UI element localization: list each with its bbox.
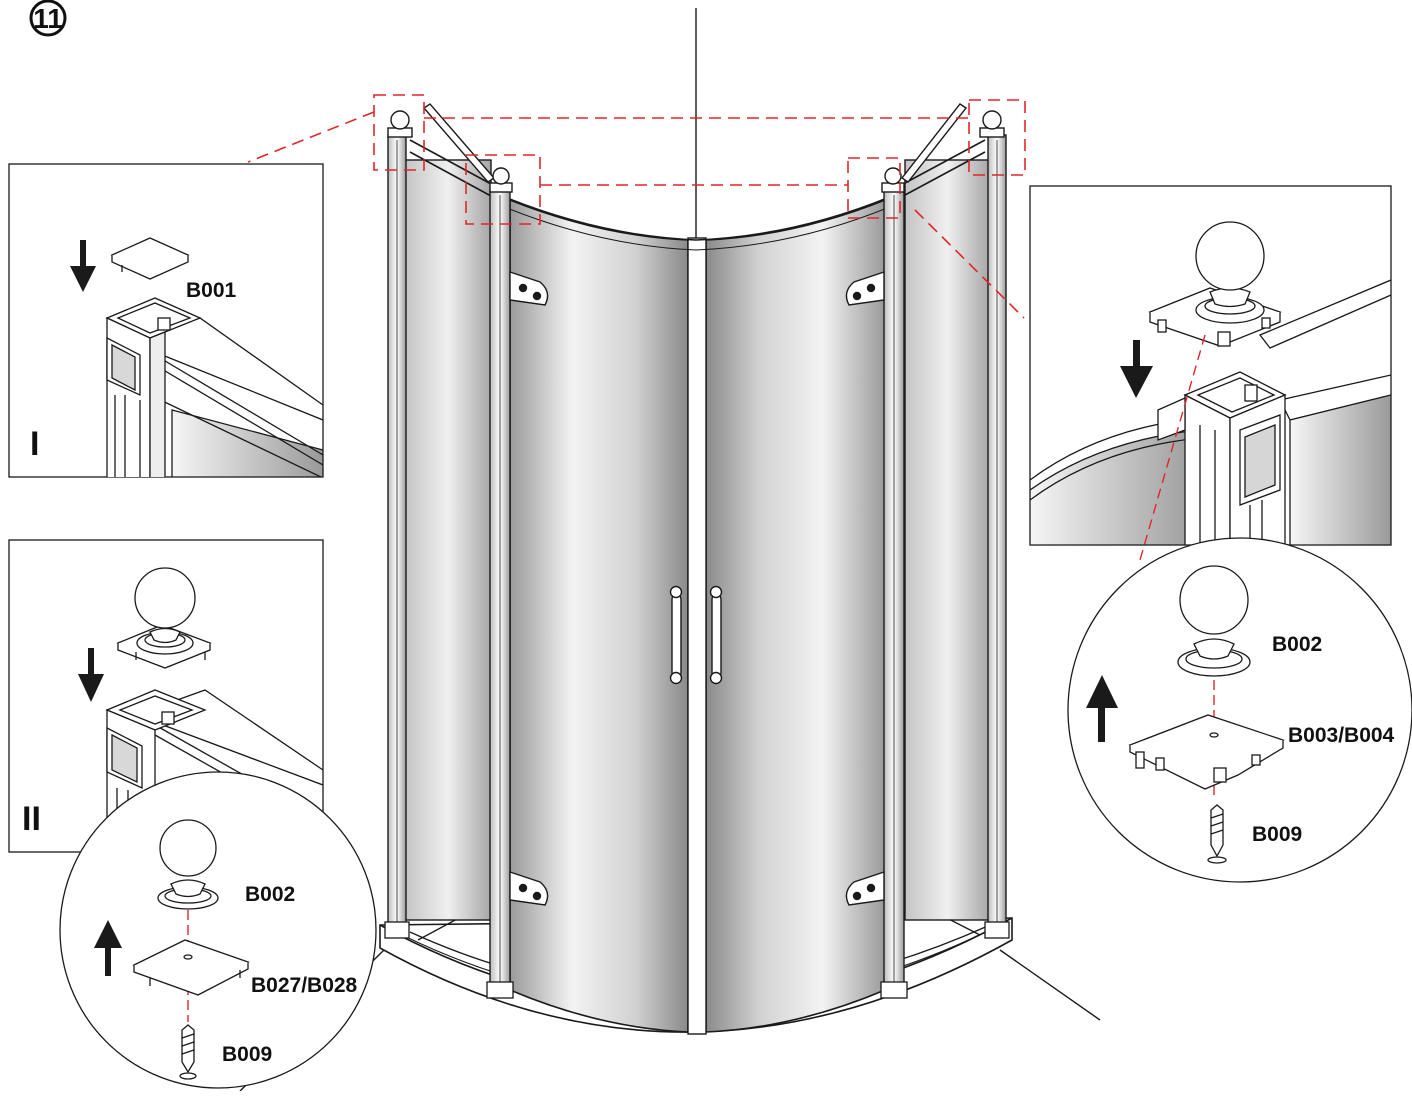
knob-B002-left bbox=[157, 819, 219, 910]
exploded-view-left: B002 B027/B028 B009 bbox=[59, 771, 377, 1089]
end-cap-B001 bbox=[110, 237, 190, 280]
top-knob-inner-right bbox=[881, 167, 905, 193]
right-door bbox=[705, 198, 886, 1033]
label-cap-left: B027/B028 bbox=[251, 974, 358, 997]
right-side-panel bbox=[904, 159, 991, 921]
label-screw-left: B009 bbox=[222, 1043, 272, 1066]
hinge-bottom-left bbox=[509, 871, 549, 906]
left-side-panel bbox=[404, 159, 492, 921]
handle-left bbox=[669, 585, 683, 685]
detail-number-I: I bbox=[30, 425, 39, 463]
label-B001: B001 bbox=[186, 279, 237, 302]
shower-cabin bbox=[379, 103, 1013, 1035]
hinge-profile-right bbox=[883, 189, 905, 991]
handle-right bbox=[709, 585, 723, 685]
step-number-circle bbox=[29, 0, 67, 37]
step-number-badge: 11 bbox=[29, 0, 67, 37]
label-knob-right: B002 bbox=[1272, 633, 1322, 656]
detail-panel-right bbox=[1029, 185, 1392, 561]
arrow-up-icon bbox=[94, 920, 122, 976]
detail-panel-I: B001 I bbox=[8, 163, 324, 478]
detail-number-II: II bbox=[22, 800, 41, 838]
cap-plate-B027-B028 bbox=[132, 939, 250, 996]
outer-profile-left bbox=[387, 134, 407, 936]
hinge-top-left bbox=[509, 271, 549, 306]
door-seal bbox=[687, 237, 707, 1035]
arrow-down-icon bbox=[78, 648, 104, 702]
label-screw-right: B009 bbox=[1252, 823, 1302, 846]
callout-box-outer-right bbox=[968, 99, 1026, 176]
profile-feet bbox=[384, 921, 1010, 999]
screw-B009-left bbox=[179, 1024, 197, 1080]
hinge-top-right bbox=[845, 271, 885, 306]
outer-profile-right bbox=[987, 134, 1007, 936]
top-knob-inner-left bbox=[489, 167, 513, 193]
callout-box-inner-left bbox=[465, 154, 541, 225]
top-knob-outer-right bbox=[979, 110, 1005, 138]
screw-B009-right bbox=[1207, 804, 1227, 864]
callout-box-outer-left bbox=[373, 94, 425, 171]
hinge-profile-left bbox=[489, 189, 511, 991]
knob-B002-right bbox=[1177, 565, 1251, 677]
exploded-view-right: B002 B003/B004 B009 bbox=[1067, 537, 1412, 883]
callout-guides bbox=[247, 94, 1026, 319]
left-door bbox=[509, 198, 689, 1033]
knob-assembly-right bbox=[1148, 221, 1282, 347]
hinge-bottom-right bbox=[845, 871, 885, 906]
arrow-down-icon bbox=[70, 240, 96, 292]
step-number-text: 11 bbox=[33, 3, 63, 34]
knob-assembly-II bbox=[116, 567, 212, 669]
label-knob-left: B002 bbox=[245, 883, 295, 906]
stabiliser-bars bbox=[422, 103, 968, 183]
cap-plate-B003-B004 bbox=[1128, 714, 1285, 790]
top-knob-outer-left bbox=[387, 110, 413, 138]
label-cap-right: B003/B004 bbox=[1288, 724, 1395, 747]
arrow-up-icon bbox=[1086, 675, 1118, 742]
arrow-down-icon bbox=[1120, 340, 1153, 398]
